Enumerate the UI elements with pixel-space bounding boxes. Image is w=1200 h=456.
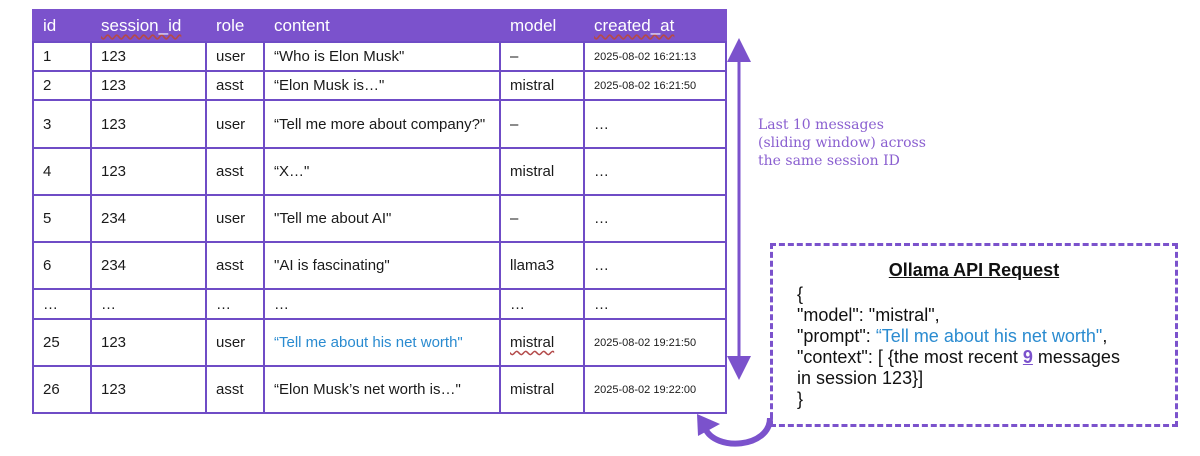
cell-content: “X…" — [263, 147, 501, 196]
cell-id: 25 — [32, 318, 92, 367]
cell-created-at: … — [583, 194, 727, 243]
cell-role: user — [205, 194, 265, 243]
cell-model: mistral — [499, 147, 585, 196]
cell-session-id: 234 — [90, 241, 207, 290]
cell-role: user — [205, 41, 265, 72]
table-row: ……………… — [32, 288, 727, 320]
cell-session-id: 123 — [90, 41, 207, 72]
column-header-created-at: created_at — [583, 9, 727, 43]
sliding-window-note: Last 10 messages (sliding window) across… — [758, 117, 926, 169]
prompt-key: "prompt": — [797, 326, 876, 346]
cell-content: "AI is fascinating" — [263, 241, 501, 290]
cell-id: 5 — [32, 194, 92, 243]
close-brace: } — [797, 389, 804, 409]
cell-session-id: 234 — [90, 194, 207, 243]
cell-session-id: 123 — [90, 99, 207, 149]
column-header-id: id — [32, 9, 92, 43]
cell-model: – — [499, 41, 585, 72]
prompt-value: “Tell me about his net worth" — [875, 326, 1103, 346]
cell-content: “Elon Musk’s net worth is…" — [263, 365, 501, 414]
cell-model: llama3 — [499, 241, 585, 290]
cell-session-id: … — [90, 288, 207, 320]
cell-model: mistral — [499, 318, 585, 367]
cell-content: "Tell me about AI" — [263, 194, 501, 243]
cell-role: … — [205, 288, 265, 320]
context-suffix: messages — [1032, 347, 1120, 367]
context-line: "context": [ {the most recent 9 messages — [797, 347, 1167, 368]
cell-created-at: … — [583, 147, 727, 196]
cell-role: asst — [205, 365, 265, 414]
cell-role: user — [205, 99, 265, 149]
curved-return-arrow — [702, 417, 773, 447]
cell-session-id: 123 — [90, 70, 207, 101]
cell-created-at: … — [583, 99, 727, 149]
table-header-row: id session_id role content model created… — [32, 9, 727, 43]
cell-content: “Who is Elon Musk" — [263, 41, 501, 72]
cell-id: 26 — [32, 365, 92, 414]
prompt-line: "prompt": “Tell me about his net worth", — [797, 326, 1167, 347]
cell-session-id: 123 — [90, 318, 207, 367]
cell-role: asst — [205, 147, 265, 196]
cell-content: … — [263, 288, 501, 320]
cell-model: mistral — [499, 365, 585, 414]
api-request-box: Ollama API Request { "model": "mistral",… — [770, 243, 1178, 427]
context-count: 9 — [1022, 347, 1033, 367]
api-request-body: { "model": "mistral", "prompt": “Tell me… — [797, 284, 1167, 410]
cell-id: 1 — [32, 41, 92, 72]
cell-id: 3 — [32, 99, 92, 149]
cell-created-at: … — [583, 241, 727, 290]
cell-id: 2 — [32, 70, 92, 101]
api-request-title: Ollama API Request — [888, 260, 1060, 280]
cell-role: asst — [205, 70, 265, 101]
cell-created-at: 2025-08-02 19:22:00 — [583, 365, 727, 414]
cell-model: mistral — [499, 70, 585, 101]
chat-messages-table: id session_id role content model created… — [32, 9, 727, 414]
cell-id: 4 — [32, 147, 92, 196]
cell-id: 6 — [32, 241, 92, 290]
cell-model: – — [499, 99, 585, 149]
cell-role: user — [205, 318, 265, 367]
prompt-suffix: , — [1102, 326, 1108, 346]
open-brace: { — [797, 284, 804, 304]
cell-content: “Tell me about his net worth" — [263, 318, 501, 367]
cell-created-at: 2025-08-02 16:21:13 — [583, 41, 727, 72]
cell-content: “Elon Musk is…" — [263, 70, 501, 101]
context-prefix: "context": [ {the most recent — [797, 347, 1023, 367]
cell-session-id: 123 — [90, 365, 207, 414]
column-header-content: content — [263, 9, 501, 43]
model-line: "model": "mistral", — [797, 305, 940, 325]
column-header-session-id: session_id — [90, 9, 207, 43]
context-line-2: in session 123}] — [797, 368, 924, 388]
cell-content: “Tell me more about company?" — [263, 99, 501, 149]
cell-model: … — [499, 288, 585, 320]
cell-created-at: 2025-08-02 16:21:50 — [583, 70, 727, 101]
cell-created-at: … — [583, 288, 727, 320]
cell-id: … — [32, 288, 92, 320]
curved-arrow-head — [697, 414, 720, 436]
column-header-role: role — [205, 9, 265, 43]
cell-role: asst — [205, 241, 265, 290]
column-header-model: model — [499, 9, 585, 43]
cell-model: – — [499, 194, 585, 243]
cell-created-at: 2025-08-02 19:21:50 — [583, 318, 727, 367]
cell-session-id: 123 — [90, 147, 207, 196]
